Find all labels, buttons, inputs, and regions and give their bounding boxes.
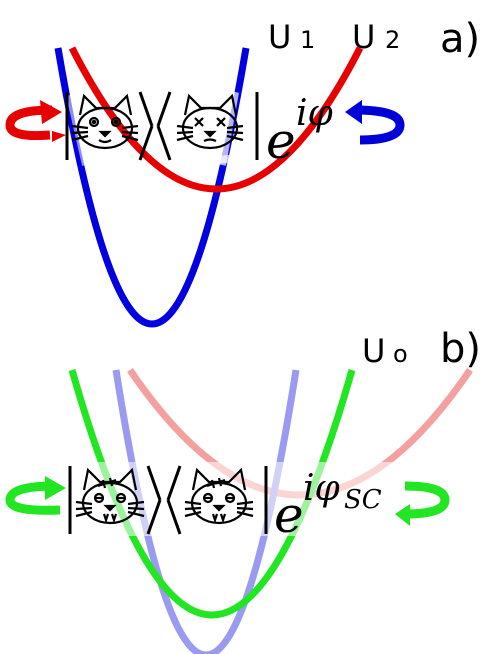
phase-exponent: iφ [296, 93, 334, 134]
panel-b-label: b) [440, 326, 481, 372]
u2-curve [68, 46, 364, 193]
rotation-arrow-right [395, 481, 450, 526]
panel-b: e iφ SC U o b) [5, 326, 481, 654]
rotation-arrow-left [5, 100, 66, 142]
rotation-arrow-left [5, 476, 66, 515]
phase-base: e [266, 112, 296, 170]
phase-subscript: SC [344, 485, 382, 515]
phase-exponent: iφ [303, 468, 341, 509]
u2-curve-faded [107, 95, 313, 164]
alive-cat-icon [71, 93, 139, 150]
panel-a-label: a) [440, 16, 480, 62]
u0-subscript: o [393, 340, 408, 368]
u2-letter: U [352, 18, 375, 56]
u2-subscript: 2 [385, 26, 400, 54]
u1-subscript: 1 [300, 26, 315, 54]
ket-alive [65, 91, 154, 161]
bra-dead [156, 91, 259, 161]
u1-curve [54, 47, 250, 328]
ket-zombie [68, 465, 162, 535]
zombie-cat-icon [184, 467, 254, 525]
panel-a: e iφ U 1 U 2 a) [5, 16, 480, 328]
bra-zombie [166, 465, 268, 535]
dead-cat-icon [176, 93, 244, 150]
phase-base: e [274, 486, 304, 544]
u0-letter: U [362, 332, 385, 370]
zombie-cat-icon [75, 467, 145, 525]
u1-letter: U [268, 18, 291, 56]
rotation-arrow-right [345, 100, 405, 145]
